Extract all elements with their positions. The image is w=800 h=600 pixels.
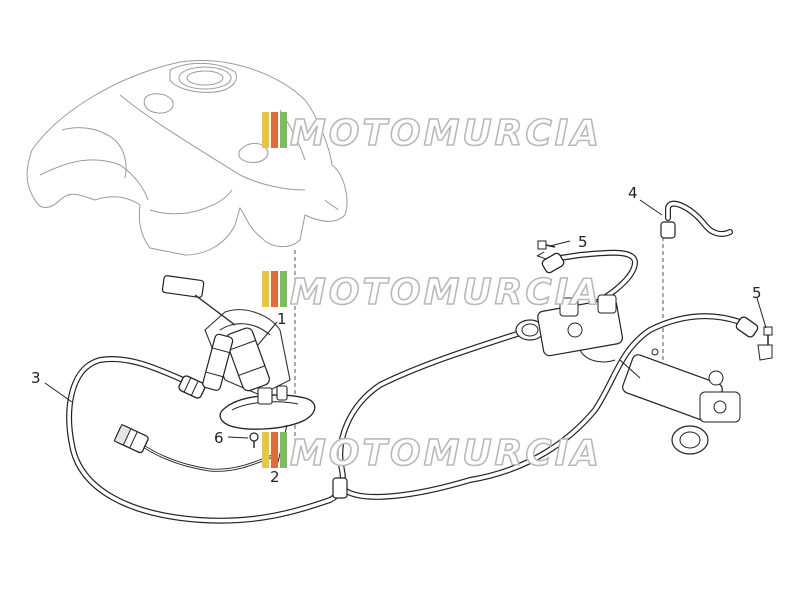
- screw-6: [249, 432, 259, 448]
- wiring-connector: [113, 423, 276, 472]
- watermark-logo: [262, 112, 287, 148]
- hose-clamp: [536, 251, 565, 274]
- leader-lines: [44, 199, 767, 467]
- t-connector: [332, 477, 348, 499]
- callout-6: 6: [214, 429, 224, 447]
- throttle-body-upper: [515, 294, 624, 363]
- vent-hose: [660, 200, 733, 239]
- quick-connector: [178, 375, 206, 399]
- fuel-pump-assembly: [161, 275, 316, 430]
- hose-clamp-right: [735, 316, 759, 338]
- watermark-text: MOTOMURCIA: [290, 272, 602, 313]
- watermark-text: MOTOMURCIA: [290, 433, 602, 474]
- callout-1: 1: [277, 310, 287, 328]
- watermark-logo: [262, 271, 287, 307]
- callout-5-right: 5: [752, 284, 762, 302]
- watermark-text: MOTOMURCIA: [290, 113, 602, 154]
- fuel-tank: [26, 60, 348, 256]
- callout-2: 2: [270, 468, 280, 486]
- watermark-logo: [262, 432, 287, 468]
- watermark-2: MOTOMURCIA: [262, 271, 602, 314]
- watermark-3: MOTOMURCIA: [262, 432, 602, 475]
- callout-5-left: 5: [578, 233, 588, 251]
- throttle-body-lower: [619, 348, 741, 455]
- callout-3: 3: [31, 369, 41, 387]
- callout-4: 4: [628, 184, 638, 202]
- watermark-1: MOTOMURCIA: [262, 112, 602, 155]
- screw-5-right: [757, 326, 773, 361]
